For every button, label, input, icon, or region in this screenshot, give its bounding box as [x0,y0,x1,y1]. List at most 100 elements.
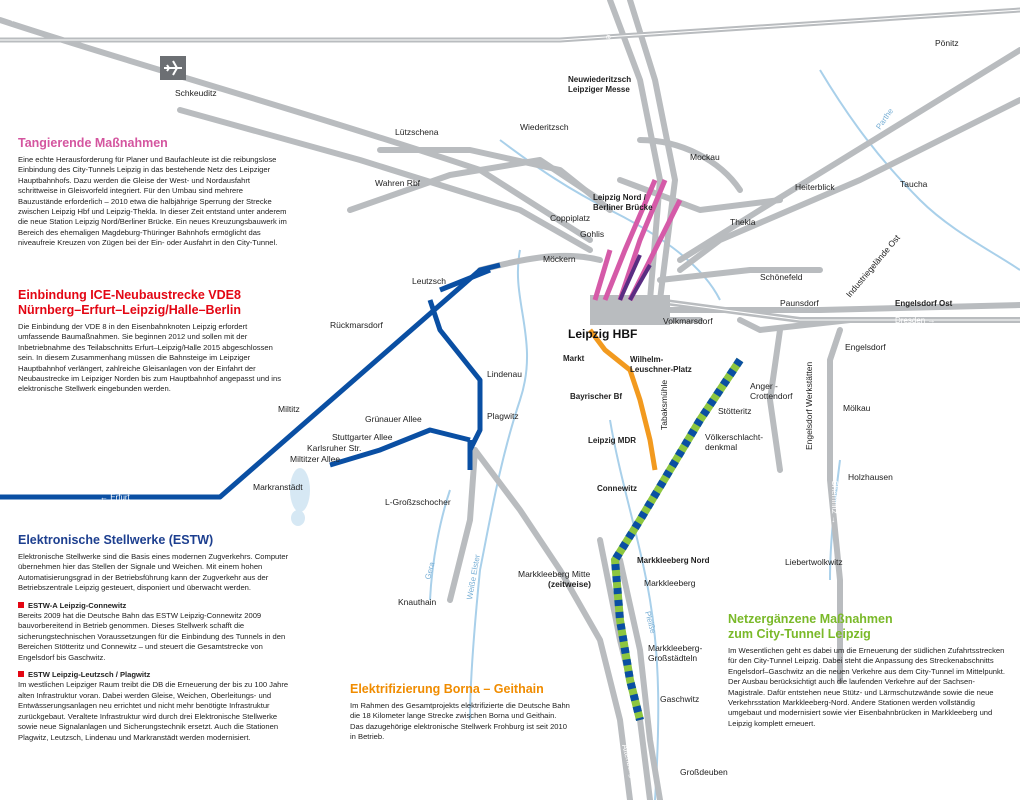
station-stuttgarter: Stuttgarter Allee [332,432,393,442]
line-city-tunnel [588,328,658,471]
station-labels: Schkeuditz Lützschena Wahren Rbf Wiederi… [175,38,959,777]
vde8-miltitzer [329,427,471,468]
station-mk-grossstaedteln-1: Markkleeberg- [648,643,702,653]
station-nord-2: Berliner Brücke [593,203,653,212]
station-lindenau: Lindenau [487,369,522,379]
station-engelsdorf-ost: Engelsdorf Ost [895,299,953,308]
station-industriegelaende: Industriegelände Ost [844,232,902,299]
station-hbf: Leipzig HBF [568,327,637,341]
station-gruenauer: Grünauer Allee [365,414,422,424]
station-heiterblick: Heiterblick [795,182,835,192]
track-schkeuditz [177,107,593,253]
station-mk-grossstaedteln-2: Großstädteln [648,653,697,663]
line-city-tunnel-junction [618,254,652,301]
lake-1 [290,468,310,512]
station-mk-nord: Markkleeberg Nord [637,556,710,565]
station-moelkau: Mölkau [843,403,871,413]
estw-sub1-body: Bereits 2009 hat die Deutsche Bahn das E… [18,611,286,662]
station-engelsdorf: Engelsdorf [845,342,886,352]
station-anger: Anger -Crottendorf [750,381,793,401]
station-schoenefeld: Schönefeld [760,272,803,282]
section-borna: Elektrifizierung Borna – Geithain Im Rah… [350,682,572,743]
station-grosszschocher: L-Großzschocher [385,497,451,507]
track-berlin [607,0,663,303]
track-engelsdorf-werk [827,327,843,683]
estw-sub1-title: ESTW-A Leipzig-Connewitz [28,600,127,610]
track-berlin-2 [627,0,678,303]
track-altenburg [617,557,663,800]
estw-sub1-heading: ESTW-A Leipzig-Connewitz [18,601,298,611]
lakes [290,468,310,526]
pink-track-1 [617,179,668,301]
station-neuwiederitzsch-2: Leipziger Messe [568,85,630,94]
station-mk-grossstaedteln: Markkleeberg-Großstädteln [648,643,702,663]
section-tangierende: Tangierende Maßnahmen Eine echte Herausf… [18,136,288,249]
station-wilhelm-1: Wilhelm- [630,355,664,364]
netz-title-2: zum City-Tunnel Leipzig [728,627,871,641]
station-nord: Leipzig Nord /Berliner Brücke [593,193,653,212]
river-label-pleisse: Pleiße [643,610,658,635]
station-markranstaedt: Markranstädt [253,482,303,492]
station-taucha: Taucha [900,179,928,189]
station-anger-1: Anger - [750,381,778,391]
track-highlights [0,9,1020,321]
station-rueckmarsdorf: Rückmarsdorf [330,320,384,330]
station-markkleeberg: Markkleeberg [644,578,696,588]
pink-track-4 [592,249,613,301]
netz-title-1: Netzergänzene Maßnahmen [728,612,893,626]
estw-sub2-heading: ESTW Leipzig-Leutzsch / Plagwitz [18,670,298,680]
station-tabaksmuehle: Tabaksmühle [659,380,669,430]
vde8-leutzsch [439,267,491,293]
station-leutzsch: Leutzsch [412,276,446,286]
track-plagwitz [472,447,633,800]
station-nord-1: Leipzig Nord / [593,193,647,202]
station-neuwiederitzsch-1: Neuwiederitzsch [568,75,631,84]
track-engelsdorf [737,317,853,333]
station-bayrischer: Bayrischer Bf [570,392,622,401]
station-wilhelm: Wilhelm-Leuschner-Platz [630,355,692,374]
station-wiederitzsch: Wiederitzsch [520,122,569,132]
track-a14 [0,7,1020,43]
station-mk-mitte: Markkleeberg Mitte(zeitweise) [518,569,591,589]
station-voelkerschlacht: Völkerschlacht-denkmal [705,432,763,452]
line-south-base [610,357,744,721]
estw-sub2-body: Im westlichen Leipziger Raum treibt die … [18,680,289,742]
estw-sub1: ESTW-A Leipzig-Connewitz Bereits 2009 ha… [18,601,298,663]
river-gera [429,489,451,601]
station-thekla: Thekla [730,217,756,227]
dir-berlin: Berlin → [603,29,617,61]
airport-icon [160,56,186,80]
section-netz: Netzergänzene Maßnahmen zum City-Tunnel … [728,612,1008,729]
dir-erfurt: ← Erfurt [100,493,131,502]
lake-2 [291,510,305,526]
vde8-title-1: Einbindung ICE-Neubaustrecke VDE8 [18,288,241,302]
dir-chemnitz: Chemnitz → [830,480,839,524]
station-miltitz: Miltitz [278,404,300,414]
station-mk-mitte-2: (zeitweise) [548,579,591,589]
station-mockau: Mockau [690,152,720,162]
station-voelkerschlacht-2: denkmal [705,442,737,452]
station-karlsruher: Karlsruher Str. [307,443,361,453]
borna-body: Im Rahmen des Gesamtprojekts elektrifizi… [350,701,570,742]
dir-a14: A 14 [186,17,203,26]
airport-icon-plane [164,60,182,76]
estw-title: Elektronische Stellwerke (ESTW) [18,533,214,547]
track-eilenburg [677,47,1020,263]
tangierende-body: Eine echte Herausforderung für Planer un… [18,155,287,248]
purple-track-1 [618,254,642,301]
station-liebertwolkwitz: Liebertwolkwitz [785,557,843,567]
section-estw: Elektronische Stellwerke (ESTW) Elektron… [18,533,298,743]
dir-dresden: Dresden → [895,316,935,325]
estw-sub1-bullet [18,601,24,608]
track-grosszschocher [447,447,478,603]
station-werkstaetten: Engelsdorf Werkstätten [804,362,814,450]
estw-sub2: ESTW Leipzig-Leutzsch / Plagwitz Im west… [18,670,298,743]
station-plagwitz: Plagwitz [487,411,519,421]
station-stoetteritz: Stötteritz [718,406,752,416]
river-pleisse [609,419,660,800]
track-ring-east [767,327,783,473]
station-paunsdorf: Paunsdorf [780,298,819,308]
section-vde8: Einbindung ICE-Neubaustrecke VDE8 Nürnbe… [18,288,288,395]
